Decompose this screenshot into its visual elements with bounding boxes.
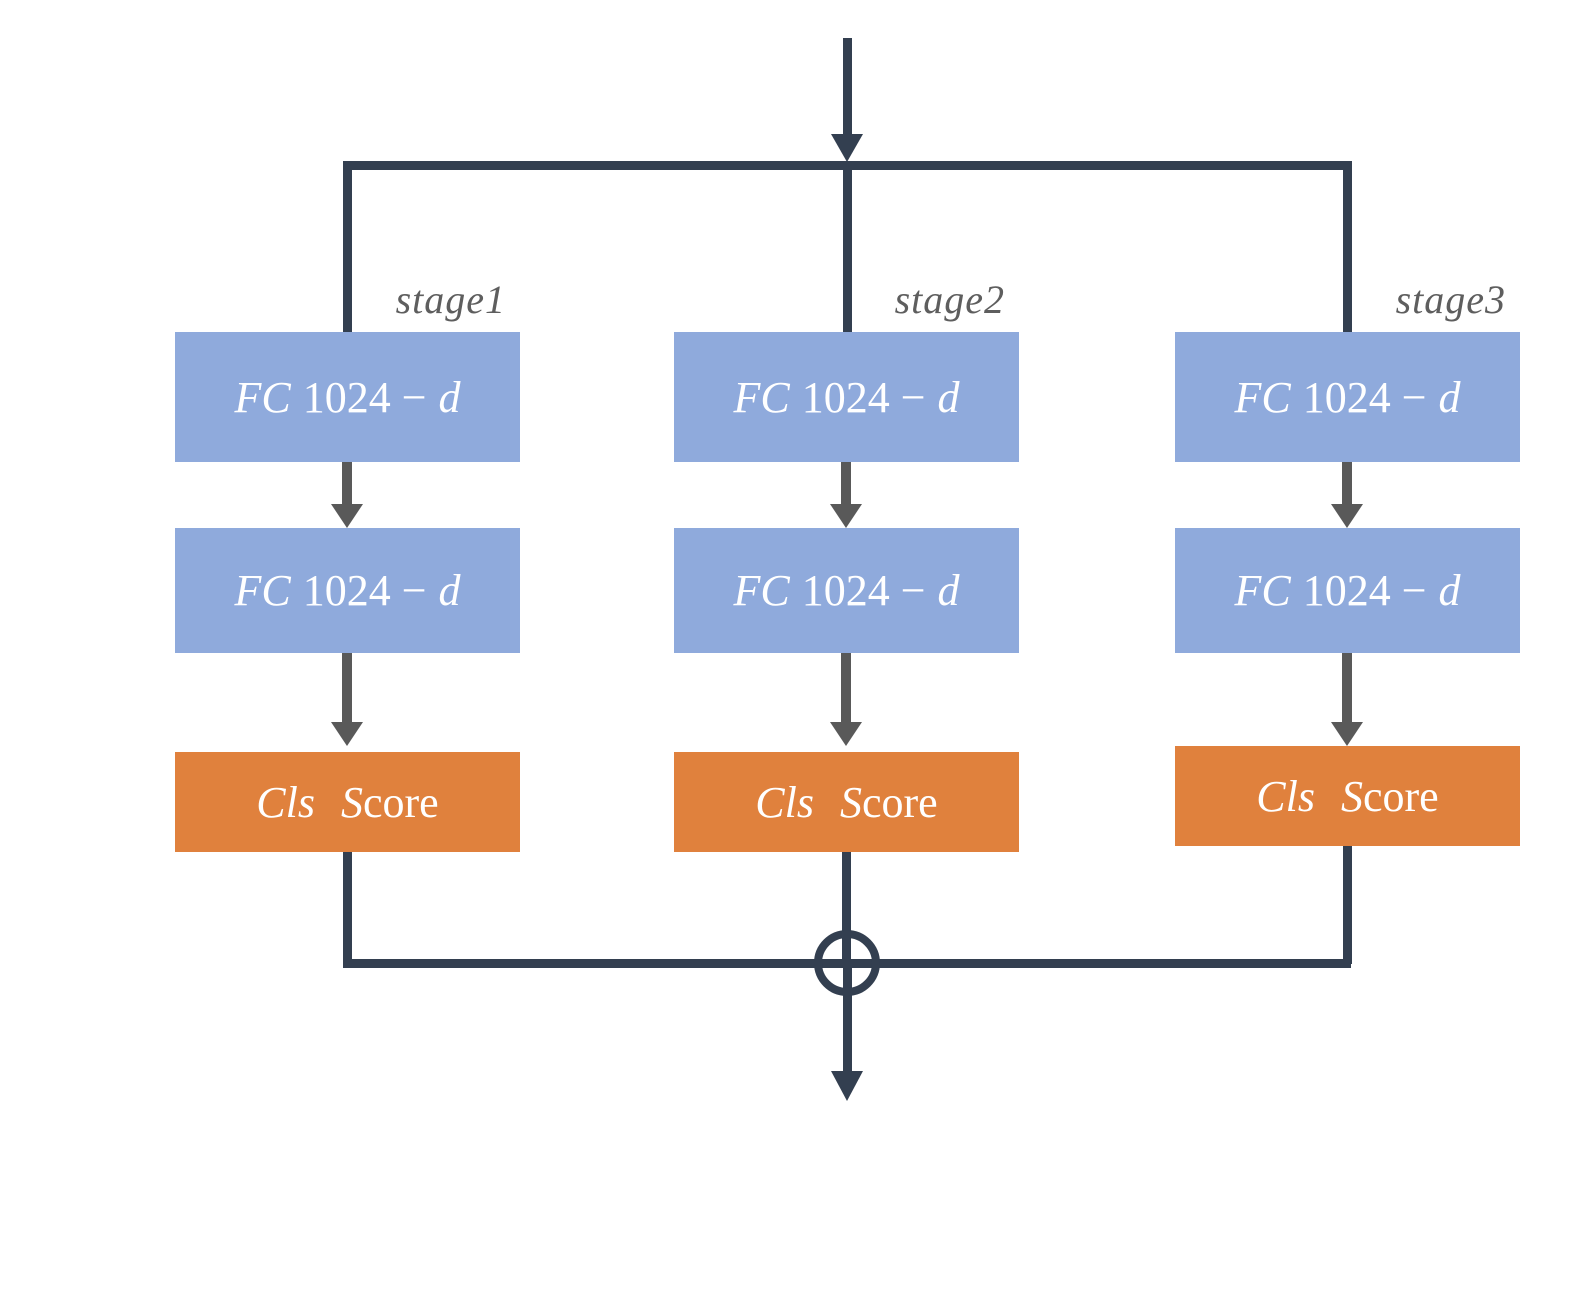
cls-label-rest: core [861, 777, 938, 827]
cls-label-s: S [839, 777, 862, 827]
down-arrow-stem [342, 653, 352, 724]
branch-drop-line-stage3 [1343, 161, 1352, 332]
output-down-arrow-stem [843, 960, 852, 1073]
fc-label-body: 1024 − [302, 566, 427, 615]
merge-connector-line [343, 852, 352, 964]
cls-label-s: S [340, 777, 363, 827]
fc-label-suffix: d [438, 566, 461, 615]
branch-drop-line-stage1 [343, 161, 352, 332]
branch-drop-line-stage2 [843, 161, 852, 332]
down-arrow-stem [1342, 462, 1352, 508]
stage2-label: stage2 [894, 277, 1005, 322]
cls-label-cls: Cls [256, 777, 315, 827]
cls-label-rest: core [1362, 771, 1439, 821]
fc-label-prefix: FC [234, 372, 291, 422]
down-arrow-stem [841, 462, 851, 508]
fc-label-prefix: FC [733, 372, 790, 422]
merge-connector-line [842, 852, 851, 964]
fc-label-prefix: FC [1234, 372, 1291, 422]
down-arrow-icon [1331, 722, 1363, 746]
cls-label-cls: Cls [1256, 771, 1315, 821]
stage1-label: stage1 [395, 277, 506, 322]
fc-label-prefix: FC [1234, 566, 1291, 615]
input-down-arrow-icon [831, 134, 863, 162]
fc-label-suffix: d [937, 372, 960, 422]
down-arrow-stem [342, 462, 352, 508]
fc-label-suffix: d [1438, 566, 1461, 615]
fc-label-suffix: d [438, 372, 461, 422]
fc-label-body: 1024 − [1302, 372, 1427, 422]
fc-label-body: 1024 − [1302, 566, 1427, 615]
down-arrow-icon [830, 722, 862, 746]
fc-label-body: 1024 − [801, 372, 926, 422]
circle-plus-icon [814, 930, 880, 996]
down-arrow-icon [331, 722, 363, 746]
cls-label-cls: Cls [755, 777, 814, 827]
cls-label-s: S [1340, 771, 1363, 821]
fc-label-prefix: FC [234, 566, 291, 615]
down-arrow-icon [830, 504, 862, 528]
fc-label-suffix: d [937, 566, 960, 615]
input-down-arrow-stem [843, 38, 852, 136]
fc-label-body: 1024 − [801, 566, 926, 615]
fc-label-suffix: d [1438, 372, 1461, 422]
output-down-arrow-icon [831, 1071, 863, 1101]
down-arrow-icon [331, 504, 363, 528]
stage3-label: stage3 [1395, 277, 1506, 322]
down-arrow-icon [1331, 504, 1363, 528]
fc-label-body: 1024 − [302, 372, 427, 422]
down-arrow-stem [841, 653, 851, 724]
down-arrow-stem [1342, 653, 1352, 724]
cls-label-rest: core [362, 777, 439, 827]
merge-connector-line [1343, 846, 1352, 964]
fc-label-prefix: FC [733, 566, 790, 615]
